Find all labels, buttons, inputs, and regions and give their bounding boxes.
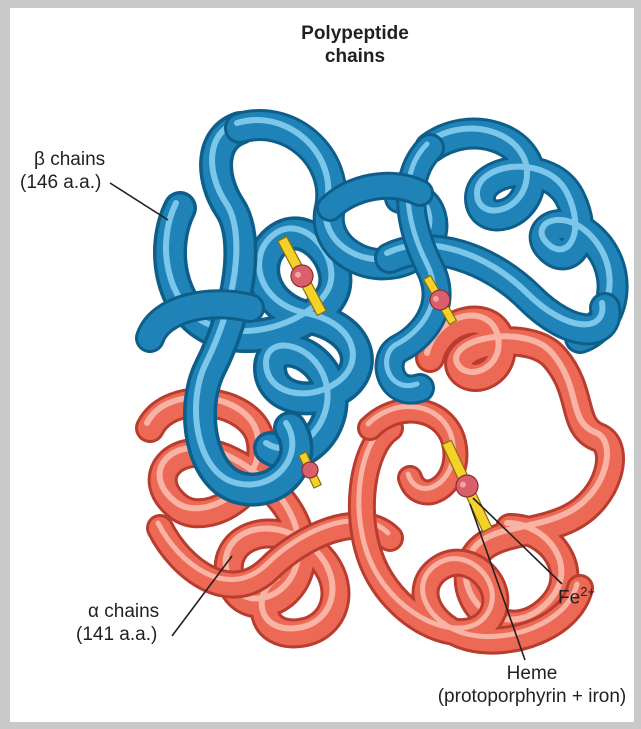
heme-label-line1: Heme	[434, 662, 630, 685]
title-label: Polypeptide chains	[280, 22, 430, 68]
alpha-chains-label: α chains (141 a.a.)	[76, 600, 159, 646]
title-line1: Polypeptide	[280, 22, 430, 45]
beta-chains-label: β chains (146 a.a.)	[20, 148, 105, 194]
beta-label-line2: (146 a.a.)	[20, 171, 105, 194]
heme-label-line2: (protoporphyrin + iron)	[434, 685, 630, 708]
iron-label-charge: 2+	[580, 584, 595, 599]
figure-frame: Polypeptide chains β chains (146 a.a.) α…	[10, 8, 634, 722]
title-line2: chains	[280, 45, 430, 68]
alpha-label-line2: (141 a.a.)	[76, 623, 159, 646]
alpha-label-line1: α chains	[76, 600, 159, 623]
beta-label-line1: β chains	[20, 148, 105, 171]
iron-label: Fe2+	[558, 580, 595, 609]
iron-label-base: Fe	[558, 587, 580, 608]
beta-leader-line	[110, 183, 168, 220]
heme-label: Heme (protoporphyrin + iron)	[434, 662, 630, 708]
